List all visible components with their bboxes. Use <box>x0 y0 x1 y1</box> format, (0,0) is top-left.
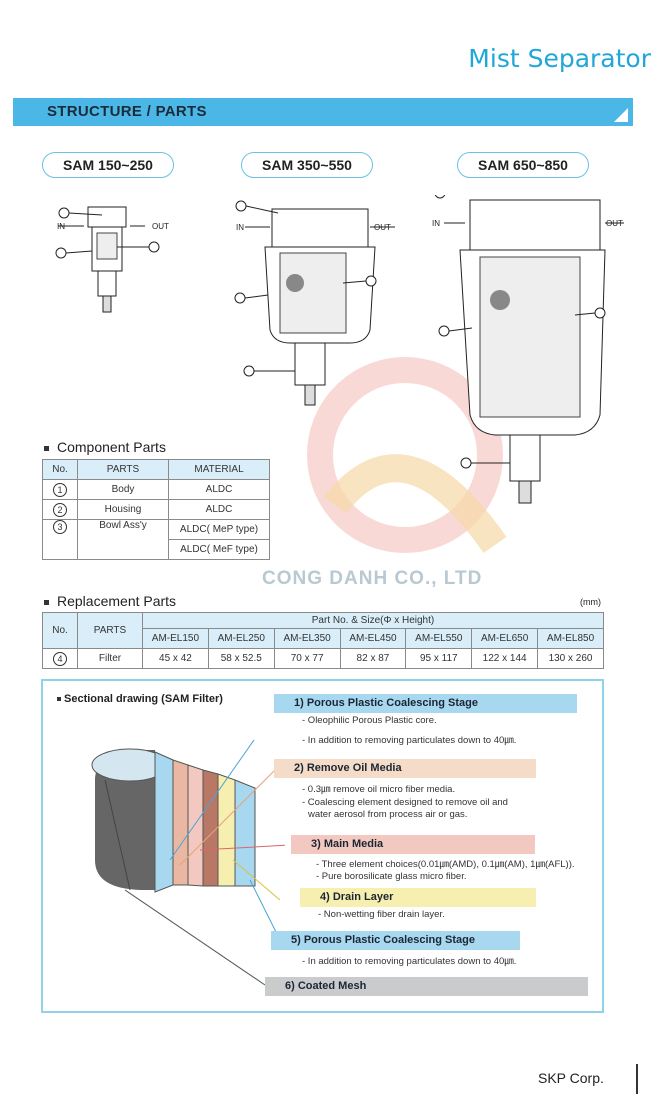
part-cell: Filter <box>77 648 143 669</box>
label-in: IN <box>57 222 65 231</box>
stage-2-label: 2) Remove Oil Media <box>274 759 536 778</box>
svg-text:OUT: OUT <box>374 223 391 232</box>
section-band <box>13 98 633 126</box>
table-row: 4 Filter 45 x 42 58 x 52.5 70 x 77 82 x … <box>42 648 604 669</box>
stage-2-note: - 0.3㎛ remove oil micro fiber media. <box>302 784 456 795</box>
size-cell: 58 x 52.5 <box>207 648 275 669</box>
stage-4-label: 4) Drain Layer <box>300 888 536 907</box>
model-header: AM-EL150 <box>142 628 209 649</box>
stage-3-note: - Three element choices(0.01㎛(AMD), 0.1㎛… <box>316 859 575 870</box>
footer-divider <box>636 1064 638 1094</box>
size-cell: 122 x 144 <box>471 648 539 669</box>
component-parts-heading-text: Component Parts <box>57 439 166 455</box>
number-circle: 3 <box>53 520 67 534</box>
number-circle: 1 <box>53 482 67 497</box>
bullet-square-icon <box>57 697 61 702</box>
label-out: OUT <box>152 222 169 231</box>
watermark-text: CONG DANH CO., LTD <box>262 568 483 589</box>
size-cell: 70 x 77 <box>273 648 341 669</box>
col-material: MATERIAL <box>168 459 270 480</box>
model-header: AM-EL450 <box>339 628 407 649</box>
bullet-square-icon <box>44 599 49 605</box>
stage-1-note: - In addition to removing particulates d… <box>302 735 517 746</box>
col-no: No. <box>42 612 78 649</box>
replacement-parts-table: No. PARTS Part No. & Size(Φ x Height) AM… <box>42 612 604 669</box>
size-cell: 95 x 117 <box>405 648 473 669</box>
number-circle: 2 <box>53 502 67 517</box>
component-parts-table: No. PARTS MATERIAL 1 Body ALDC 2 Housing… <box>42 459 270 560</box>
svg-text:IN: IN <box>432 219 440 228</box>
model-header: AM-EL250 <box>207 628 275 649</box>
col-group: Part No. & Size(Φ x Height) <box>142 612 604 629</box>
filter-layers-illustration <box>91 740 285 986</box>
bullet-square-icon <box>44 445 49 451</box>
sectional-heading-text: Sectional drawing (SAM Filter) <box>64 693 223 705</box>
size-cell: 130 x 260 <box>537 648 604 669</box>
stage-5-note: - In addition to removing particulates d… <box>302 956 517 967</box>
sam-350-diagram: IN OUT <box>234 200 395 406</box>
part-cell: Bowl Ass'y <box>77 519 169 560</box>
product-diagrams: IN OUT IN OUT IN OUT <box>55 195 624 504</box>
stage-1-label: 1) Porous Plastic Coalescing Stage <box>274 694 577 713</box>
part-cell: Housing <box>77 499 169 520</box>
material-cell: ALDC( MeF type) <box>168 539 270 560</box>
model-pill-small: SAM 150~250 <box>42 152 174 178</box>
material-cell: ALDC <box>168 499 270 520</box>
size-cell: 45 x 42 <box>142 648 209 669</box>
model-header: AM-EL550 <box>405 628 473 649</box>
sectional-heading: Sectional drawing (SAM Filter) <box>57 693 223 705</box>
model-pill-large: SAM 650~850 <box>457 152 589 178</box>
col-parts: PARTS <box>77 612 143 649</box>
col-no: No. <box>42 459 78 480</box>
stage-4-note: - Non-wetting fiber drain layer. <box>318 909 445 920</box>
model-header: AM-EL650 <box>471 628 539 649</box>
stage-1-note: - Oleophilic Porous Plastic core. <box>302 715 437 726</box>
stage-6-label: 6) Coated Mesh <box>265 977 588 996</box>
svg-text:IN: IN <box>236 223 244 232</box>
stage-2-note: water aerosol from process air or gas. <box>308 809 468 820</box>
watermark-logo <box>307 357 507 553</box>
sam-150-diagram: IN OUT <box>55 206 169 313</box>
stage-5-label: 5) Porous Plastic Coalescing Stage <box>271 931 520 950</box>
band-corner-notch <box>614 108 628 122</box>
component-parts-heading: Component Parts <box>44 439 166 455</box>
table-row: ALDC( MeF type) <box>43 539 270 560</box>
col-parts: PARTS <box>77 459 169 480</box>
sam-650-diagram: IN OUT <box>432 195 624 504</box>
part-cell: Body <box>77 479 169 500</box>
number-circle: 4 <box>53 651 67 666</box>
sectional-drawing-box <box>41 679 604 1013</box>
model-header: AM-EL350 <box>273 628 341 649</box>
section-band-label: STRUCTURE / PARTS <box>47 103 207 120</box>
stage-3-note: - Pure borosilicate glass micro fiber. <box>316 871 467 882</box>
replacement-parts-heading-text: Replacement Parts <box>57 593 177 609</box>
stage-2-note: - Coalescing element designed to remove … <box>302 797 508 808</box>
model-pill-medium: SAM 350~550 <box>241 152 373 178</box>
stage-3-label: 3) Main Media <box>291 835 535 854</box>
footer-company: SKP Corp. <box>538 1070 604 1086</box>
table-row: 3 Bowl Ass'y ALDC( MeP type) <box>42 519 270 560</box>
size-cell: 82 x 87 <box>339 648 407 669</box>
table-row: 2 Housing ALDC <box>42 499 270 520</box>
material-cell: ALDC( MeP type) <box>168 519 270 540</box>
replacement-parts-heading: Replacement Parts <box>44 593 176 609</box>
svg-text:OUT: OUT <box>606 219 623 228</box>
unit-label: (mm) <box>580 597 601 607</box>
page-title: Mist Separator <box>468 44 651 73</box>
model-header: AM-EL850 <box>537 628 604 649</box>
material-cell: ALDC <box>168 479 270 500</box>
table-row: 1 Body ALDC <box>42 479 270 500</box>
